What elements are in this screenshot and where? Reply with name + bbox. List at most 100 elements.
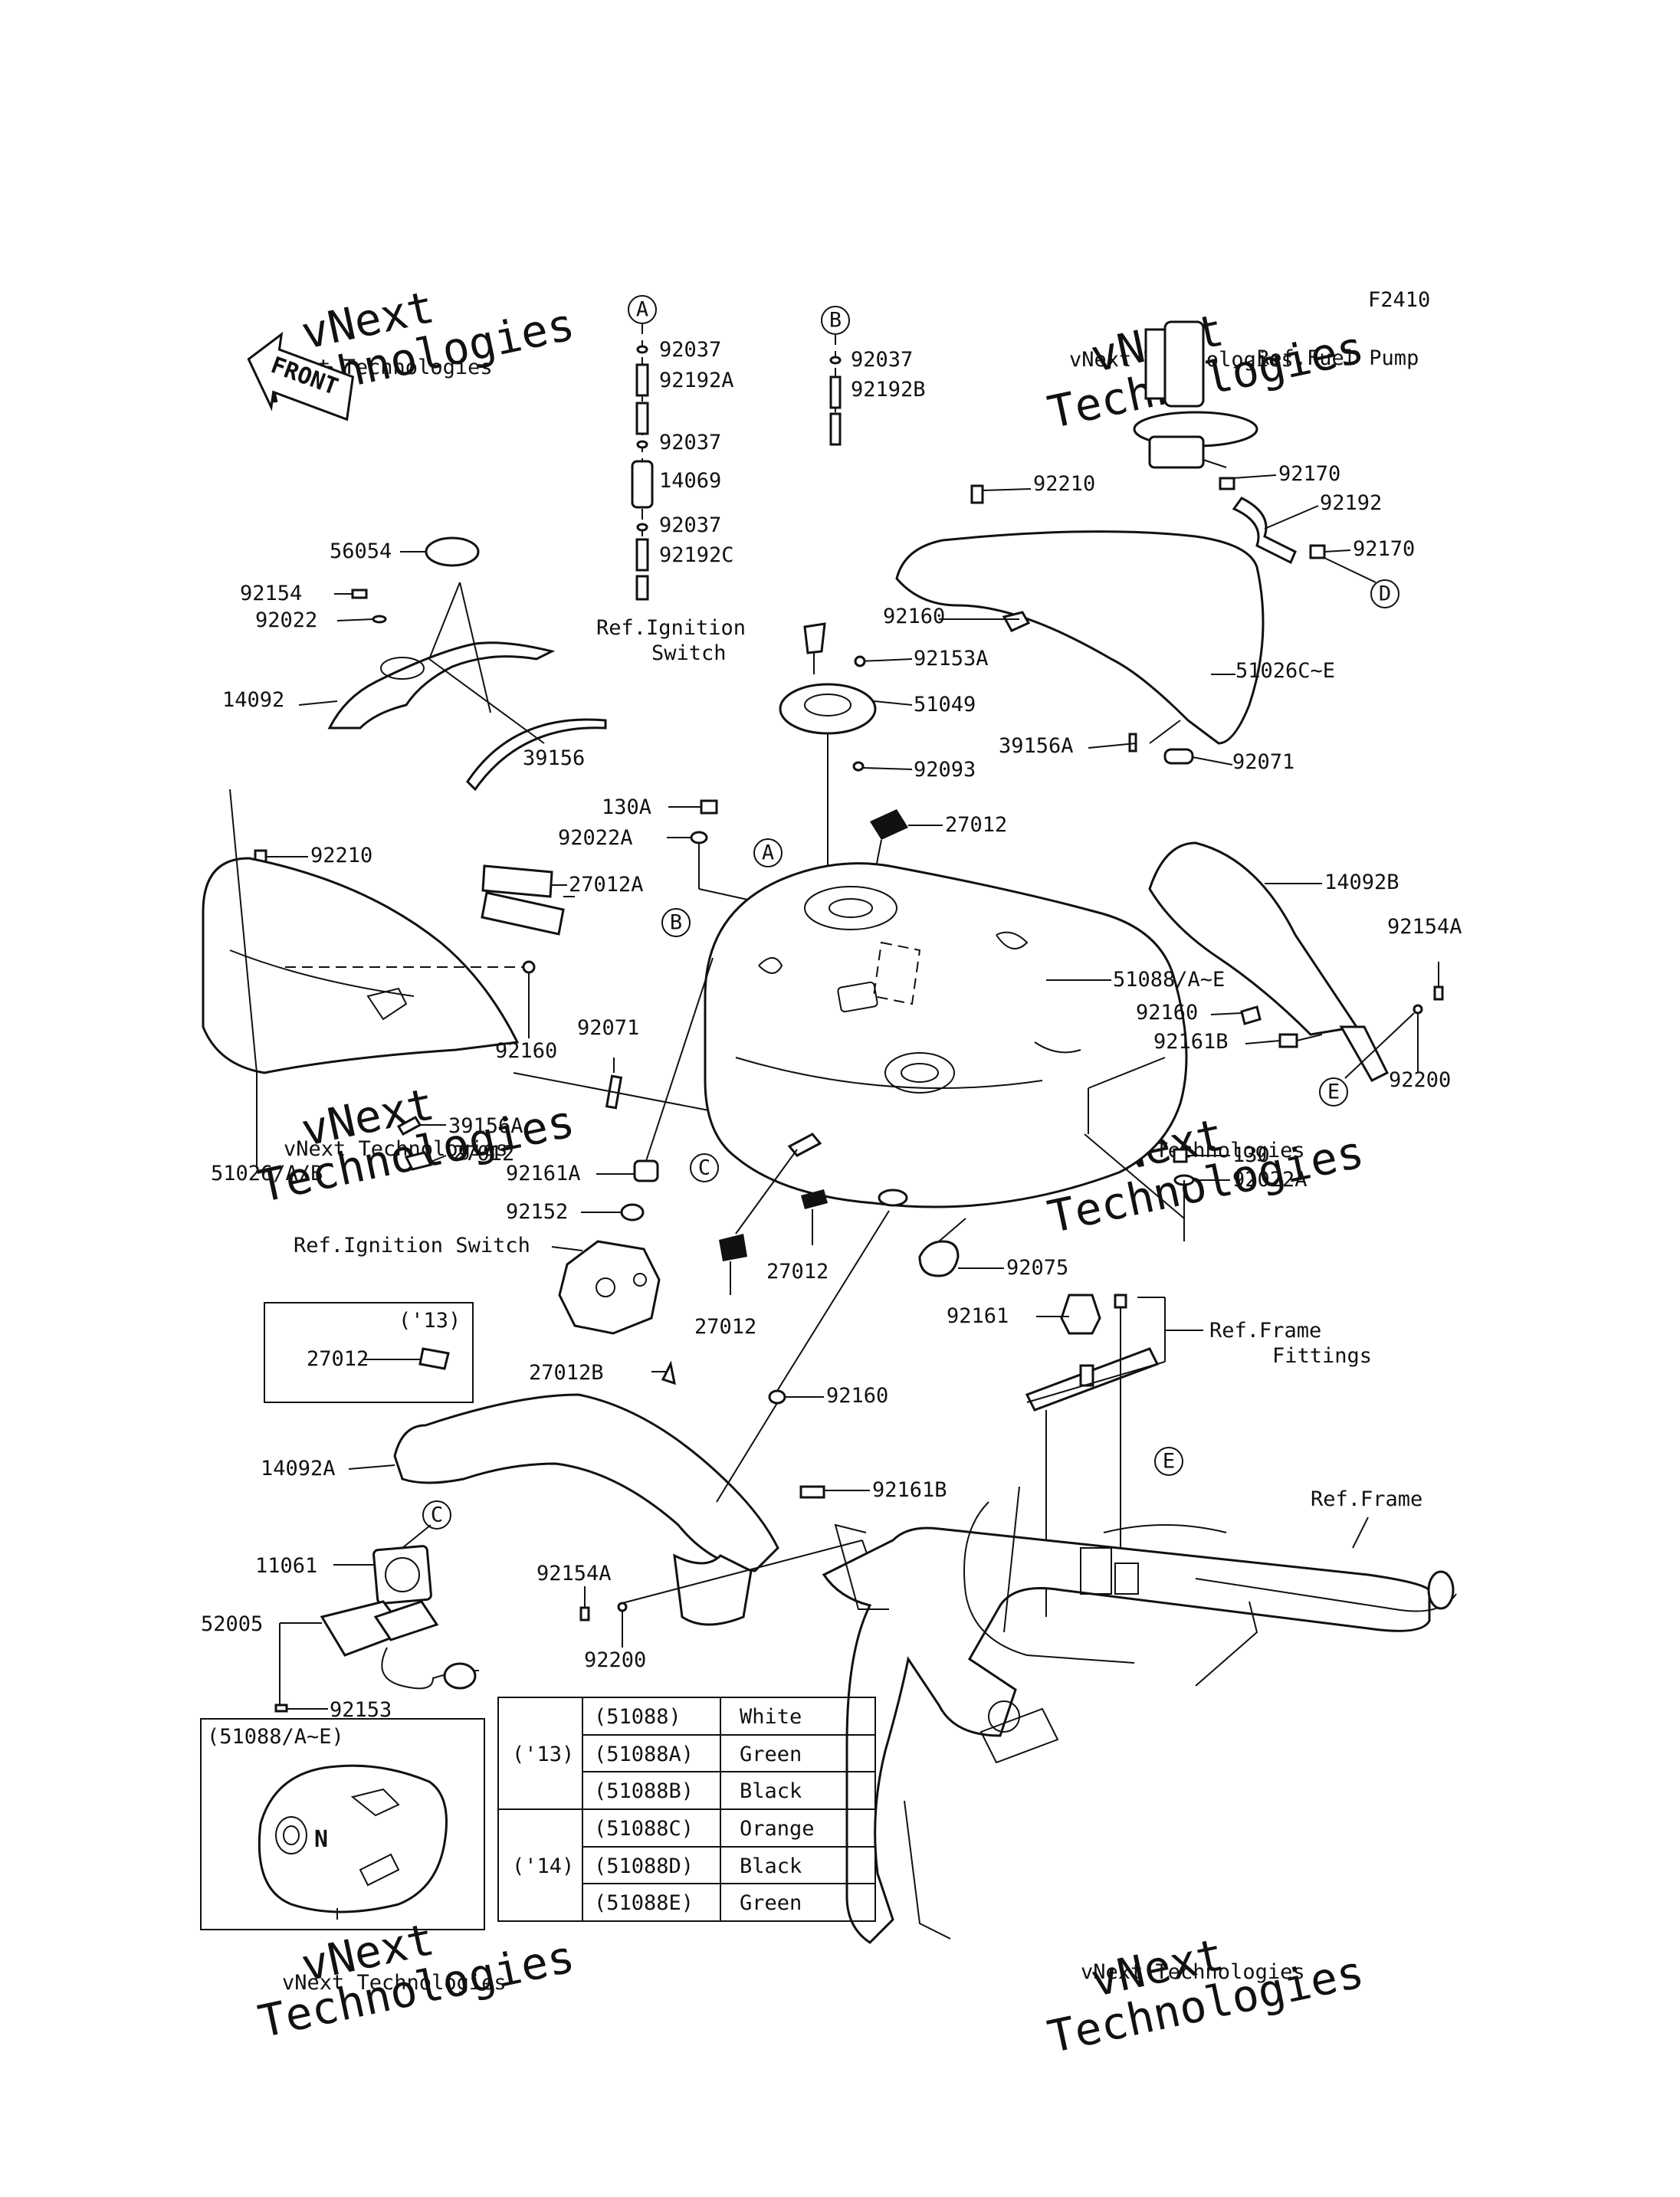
part-label: 14092A xyxy=(261,1457,336,1481)
fuel-gauge-parts xyxy=(274,1524,480,1713)
part-label: 92037 xyxy=(659,431,721,454)
callout-letter: E xyxy=(1327,1080,1340,1104)
part-label: 27012B xyxy=(529,1361,604,1385)
part-label: 92192A xyxy=(659,369,734,392)
part-label: 39156 xyxy=(523,746,585,770)
callout-letter: C xyxy=(431,1503,443,1527)
table-part: (51088E) xyxy=(594,1891,694,1915)
fuel-tank xyxy=(704,862,1188,1208)
hose-stack-a xyxy=(631,323,654,601)
tank-emblem: N xyxy=(314,1826,328,1853)
callout-letter: E xyxy=(1163,1450,1175,1474)
part-labels: 92037 92192A 92037 14069 92037 92192C 92… xyxy=(201,338,1462,1722)
watermark-caption: vNext Technologies xyxy=(284,1137,508,1161)
part-label: 56054 xyxy=(330,539,392,563)
part-label: 52005 xyxy=(201,1612,263,1636)
right-side-cover-lower xyxy=(1148,841,1444,1082)
part-label: 92071 xyxy=(1232,750,1294,774)
part-label: 92210 xyxy=(310,844,372,867)
part-label: 14092B xyxy=(1324,871,1399,894)
table-part: (51088C) xyxy=(594,1817,694,1841)
table-part: (51088A) xyxy=(594,1743,694,1766)
part-label: 27012 xyxy=(694,1315,756,1339)
part-label: 92022 xyxy=(255,608,317,632)
hose-stack-b xyxy=(829,334,842,446)
part-label: 92037 xyxy=(659,513,721,537)
lower-left-cover xyxy=(348,1210,890,1648)
part-label: 27012A xyxy=(569,873,644,897)
part-label: 92161B xyxy=(872,1478,947,1502)
part-label: 51088/A~E xyxy=(1113,968,1225,992)
fuel-cap-icon xyxy=(779,622,913,908)
part-label: 130 xyxy=(1232,1143,1270,1167)
part-label: 92160 xyxy=(883,605,945,628)
callout-letter: C xyxy=(698,1156,710,1180)
watermark-caption: vNext Technologies xyxy=(1081,1960,1305,1984)
table-color: Orange xyxy=(740,1817,815,1841)
watermark-mid-left: vNext Technologies xyxy=(254,1077,579,1212)
part-label: 92160 xyxy=(495,1039,557,1063)
color-table: ('13) (51088) White (51088A) Green (5108… xyxy=(497,1697,876,1922)
table-color: Green xyxy=(740,1891,802,1915)
table-color: Green xyxy=(740,1743,802,1766)
table-year-14: ('14) xyxy=(512,1854,574,1878)
part-label: 92071 xyxy=(577,1016,639,1040)
inset-tank: (51088/A~E) N xyxy=(200,1718,485,1930)
callout-a-tank: A xyxy=(753,838,783,867)
callout-b-tank: B xyxy=(661,908,691,937)
part-label: 92192 xyxy=(1320,491,1382,515)
table-color: Black xyxy=(740,1854,802,1878)
part-label: 27012 xyxy=(452,1142,514,1166)
part-label: 27012 xyxy=(766,1260,829,1284)
inset-13-part: 27012 xyxy=(307,1347,369,1371)
part-label: 92037 xyxy=(851,348,913,372)
callout-e-right: E xyxy=(1319,1077,1348,1107)
part-label: 92161 xyxy=(947,1304,1009,1328)
table-color: Black xyxy=(740,1779,802,1803)
part-label: 51026C~E xyxy=(1235,659,1335,683)
part-label: 92210 xyxy=(1033,472,1095,496)
right-side-cover-upper xyxy=(895,484,1265,766)
frame-fittings xyxy=(1025,1294,1203,1617)
bolt-130-right xyxy=(1084,1133,1230,1241)
ref-frame: Ref.Frame xyxy=(1311,1487,1422,1511)
part-label: 92152 xyxy=(506,1200,568,1224)
callout-letter: B xyxy=(670,911,682,935)
part-label: 92192C xyxy=(659,543,734,567)
part-label: 92022A xyxy=(558,826,633,850)
sticker-27012-mid xyxy=(719,1133,828,1295)
ref-ignition-switch-left: Ref.Ignition Switch xyxy=(294,1234,530,1258)
part-label: 51049 xyxy=(914,693,976,716)
part-label: 92200 xyxy=(1389,1068,1451,1092)
part-label: 92170 xyxy=(1278,462,1340,486)
sticker-27012a xyxy=(481,864,567,898)
damper-92075 xyxy=(918,1218,1004,1277)
callout-e-frame: E xyxy=(1154,1447,1183,1476)
watermark-caption: vNext Technologies xyxy=(282,1971,507,1995)
callout-d-top: D xyxy=(1370,579,1399,608)
callout-c-tank: C xyxy=(690,1153,719,1182)
part-label: 92170 xyxy=(1353,537,1415,561)
callout-b-top: B xyxy=(821,306,850,335)
part-label: 92161B xyxy=(1153,1030,1229,1054)
callout-a-top: A xyxy=(628,295,657,324)
left-side-cover xyxy=(202,789,536,1169)
part-label: 39156A xyxy=(448,1114,523,1138)
table-part: (51088B) xyxy=(594,1779,694,1803)
part-label: 92160 xyxy=(1136,1001,1198,1025)
inset-13-year: ('13) xyxy=(399,1309,461,1333)
part-label: 39156A xyxy=(999,734,1074,758)
part-label: 92154A xyxy=(1387,915,1462,939)
part-label: 51026/A/B xyxy=(211,1162,323,1185)
callout-c-bottom: C xyxy=(422,1500,451,1530)
part-label: 92153A xyxy=(914,647,989,671)
part-label: 14092 xyxy=(222,688,284,712)
part-label: 92153 xyxy=(330,1698,392,1722)
part-label: 92192B xyxy=(851,378,926,402)
ignition-switch-parts xyxy=(551,957,714,1335)
part-label: 92093 xyxy=(914,758,976,782)
left-top-cover xyxy=(298,536,607,792)
